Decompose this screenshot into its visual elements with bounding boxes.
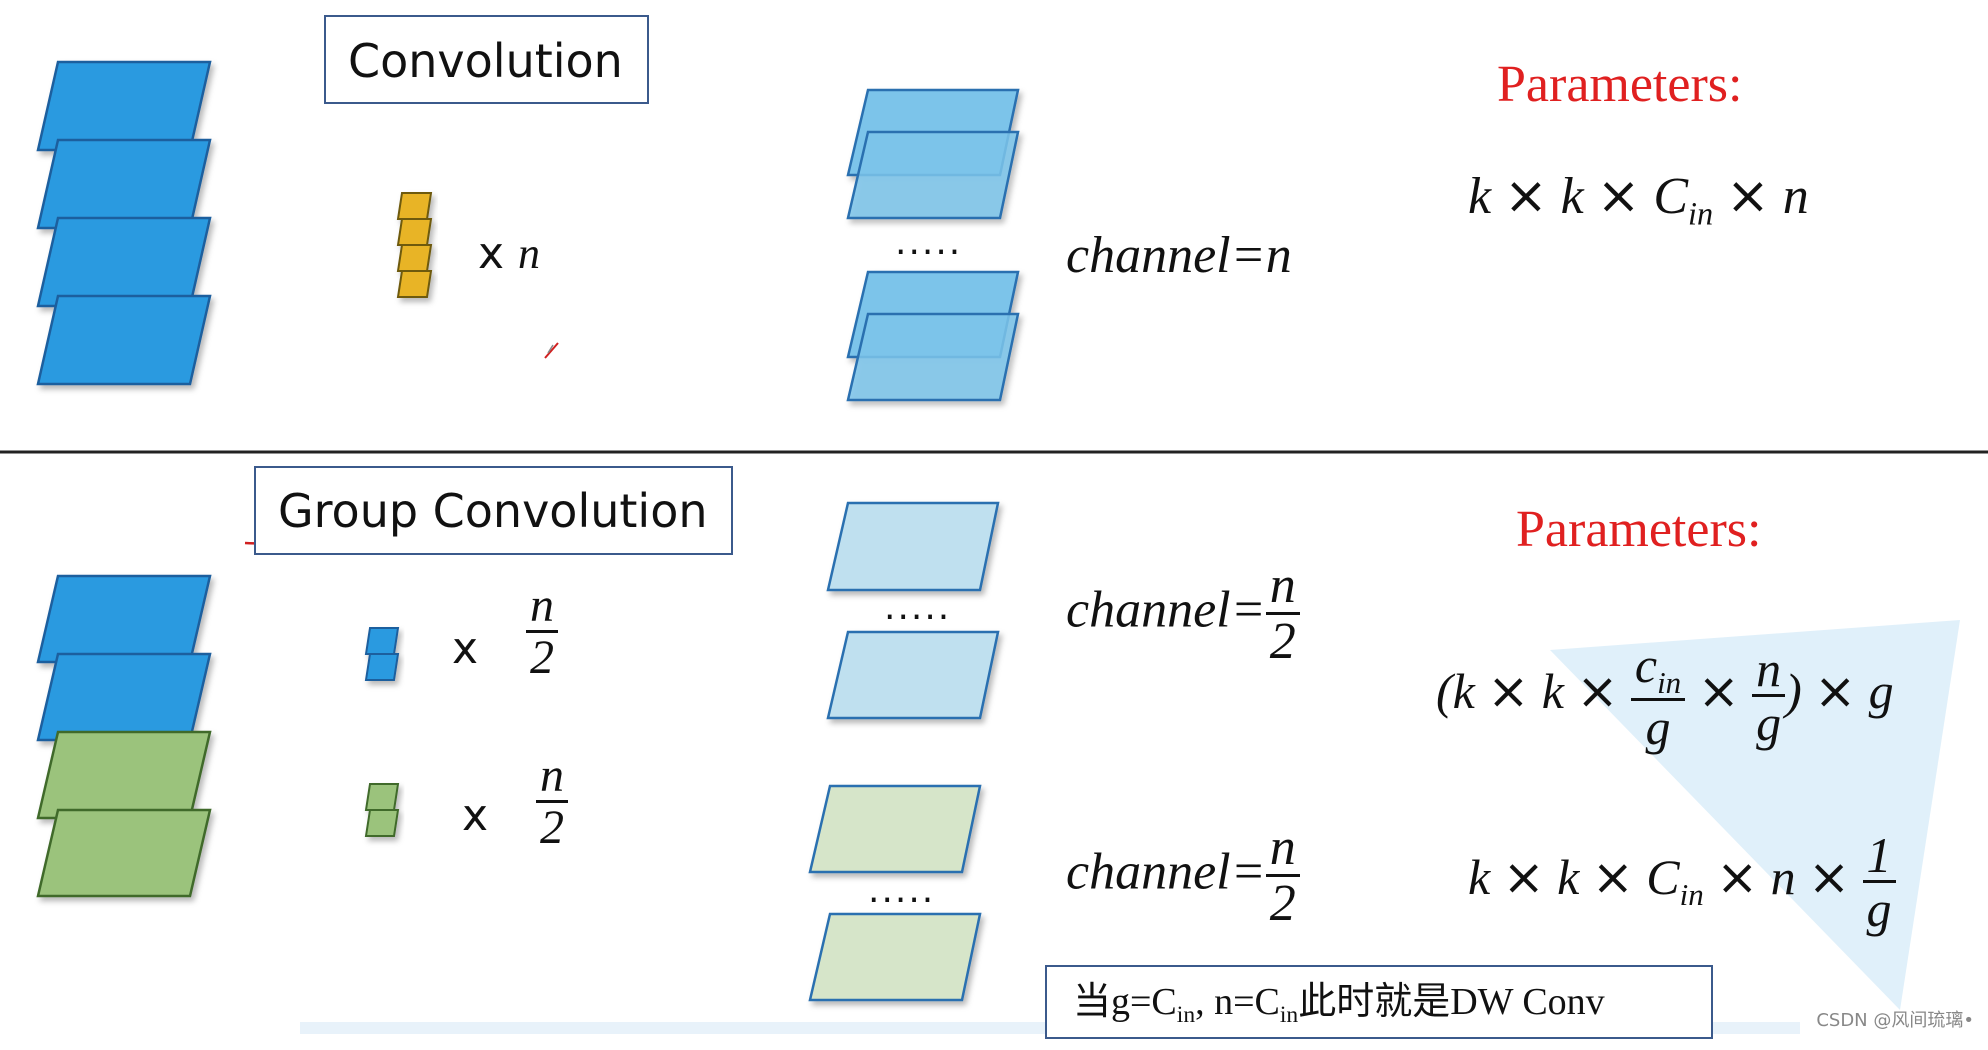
top-output-group-2 [846, 270, 1020, 402]
title-convolution: Convolution [324, 15, 649, 104]
top-input-stack [36, 60, 212, 386]
bottom-dots-2: ..... [868, 870, 936, 911]
bottom-multiplier-2: x [462, 790, 489, 841]
top-kernel-stack [396, 192, 433, 298]
bottom-input-stack [36, 574, 212, 898]
bottom-dots-1: ..... [884, 587, 952, 628]
bottom-kernel-green [364, 783, 400, 837]
top-multiplier: x n [478, 228, 541, 279]
bottom-output-blue [826, 501, 1000, 720]
bottom-multiplier-1: x [452, 623, 479, 674]
pen-cursor-icon [544, 342, 559, 359]
top-output-group-1 [846, 88, 1020, 220]
top-dots: ..... [895, 222, 963, 263]
title-group-convolution: Group Convolution [254, 466, 733, 555]
bottom-output-green [808, 784, 982, 1002]
top-parameters-heading: Parameters: [1497, 56, 1743, 113]
bottom-parameters-heading: Parameters: [1516, 501, 1762, 558]
bottom-kernel-blue [364, 627, 400, 681]
background-triangle [1550, 620, 1960, 1010]
top-channel-label: channel=n [1066, 227, 1292, 284]
watermark: CSDN @风间琉璃• [1816, 1010, 1974, 1031]
top-parameter-formula: k × k × Cin × n [1468, 166, 1809, 232]
dw-conv-note: 当g=Cin, n=Cin此时就是DW Conv [1045, 965, 1713, 1039]
